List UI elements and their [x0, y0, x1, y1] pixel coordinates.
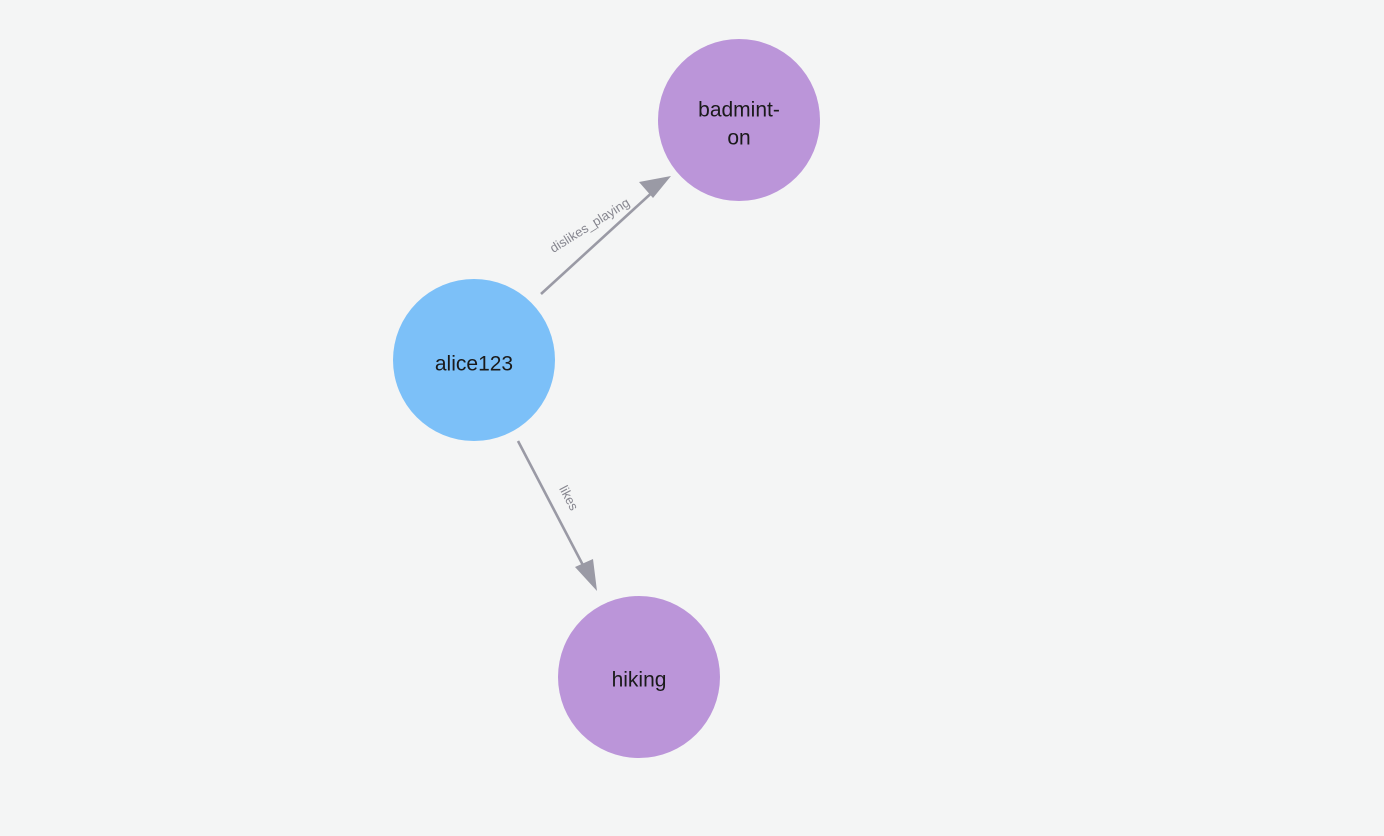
edge-line[interactable]	[516, 440, 588, 572]
node-circle-hiking[interactable]	[558, 596, 720, 758]
node-hiking[interactable]: hiking	[558, 596, 720, 758]
edge-label-dislikes-playing: dislikes_playing	[547, 195, 632, 256]
node-circle-badminton[interactable]	[658, 39, 820, 201]
edge-line[interactable]	[540, 187, 658, 295]
edge-label-likes: likes	[556, 483, 582, 513]
nodes-layer: badmint- on alice123 hiking	[393, 39, 820, 758]
node-badminton[interactable]: badmint- on	[658, 39, 820, 201]
arrowhead-icon	[639, 176, 671, 198]
edge-likes[interactable]: likes	[516, 440, 597, 591]
node-alice123[interactable]: alice123	[393, 279, 555, 441]
edge-dislikes-playing[interactable]: dislikes_playing	[540, 176, 671, 295]
arrowhead-icon	[575, 559, 597, 591]
node-circle-alice123[interactable]	[393, 279, 555, 441]
